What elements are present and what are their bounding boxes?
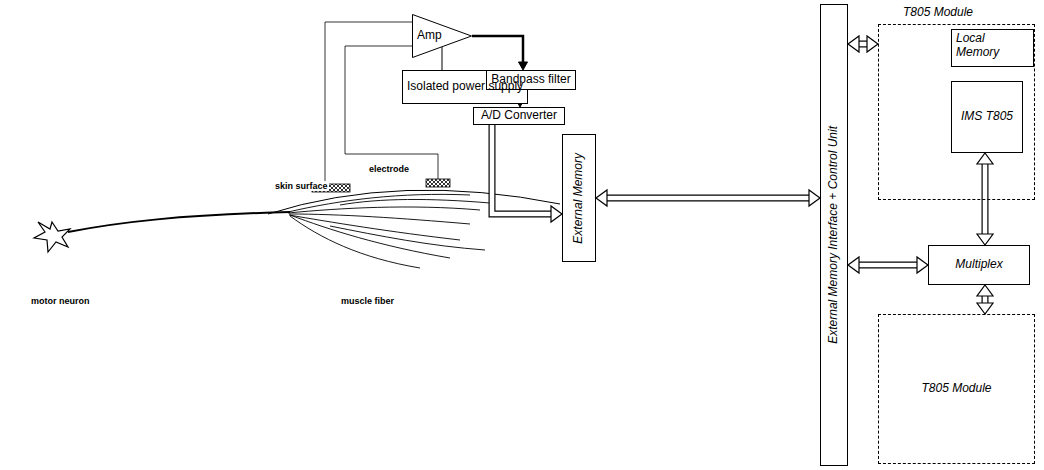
node-label: T805 Module (921, 382, 991, 396)
connector-line (492, 125, 552, 214)
electrode-wire (345, 46, 438, 179)
connector-line (982, 163, 989, 235)
module-frame: T805 ModuleLocal MemoryIMS T805 (878, 24, 1035, 200)
arrowhead (848, 36, 859, 52)
arrowhead (977, 303, 993, 314)
arrowhead (848, 257, 859, 273)
node-label: Local Memory (956, 32, 1029, 60)
bus-arrow (977, 153, 993, 245)
arrowhead (867, 36, 878, 52)
bus-arrow (492, 125, 562, 222)
node-label: External Memory Interface + Control Unit (827, 126, 841, 344)
memory-box: Local Memory (951, 29, 1034, 67)
bus-arrow (977, 285, 993, 314)
connector-line (606, 195, 810, 202)
node-label: External Memory (572, 153, 586, 244)
connector-line (492, 125, 552, 214)
converter-box: A/D Converter (473, 107, 565, 125)
signal-arrow (442, 47, 443, 70)
node-label: IMS T805 (961, 110, 1013, 124)
arrowhead (977, 234, 993, 245)
arrowhead (551, 206, 562, 222)
arrowhead (917, 257, 928, 273)
processor-box: IMS T805 (951, 81, 1023, 153)
connector-line (442, 47, 443, 70)
bus-arrow (848, 36, 878, 52)
arrowhead (809, 190, 820, 206)
module-frame: T805 Module (878, 314, 1035, 464)
signal-arrow (472, 36, 528, 70)
node-label: Amp (417, 29, 442, 43)
connector-line (606, 196, 810, 201)
interface-box: External Memory Interface + Control Unit (820, 4, 848, 466)
memory-box: External Memory (562, 134, 596, 262)
electrode-pad (426, 179, 450, 187)
skin-surface-line (268, 190, 560, 214)
multiplex-box: Multiplex (928, 245, 1030, 285)
connector-line (983, 163, 988, 235)
connector-line (858, 263, 918, 268)
arrowhead (519, 62, 528, 70)
arrowhead (596, 190, 607, 206)
amplifier-triangle: Amp (412, 14, 472, 58)
figure-label: skin surface (274, 181, 329, 191)
muscle-fibers (288, 194, 490, 268)
axon (68, 212, 290, 232)
module-heading: T805 Module (903, 6, 973, 20)
figure-label: electrode (368, 164, 410, 174)
arrowhead (977, 153, 993, 164)
bus-arrow (848, 257, 928, 273)
node-label: Bandpass filter (491, 73, 570, 87)
node-label: Multiplex (955, 258, 1002, 272)
connector-line (472, 36, 523, 63)
connector-line (858, 262, 918, 269)
neuron-body (34, 222, 70, 252)
arrowhead (977, 285, 993, 296)
bus-arrow (596, 190, 820, 206)
node-label: A/D Converter (481, 109, 557, 123)
figure-label: muscle fiber (340, 296, 395, 306)
figure-label: motor neuron (30, 296, 91, 306)
